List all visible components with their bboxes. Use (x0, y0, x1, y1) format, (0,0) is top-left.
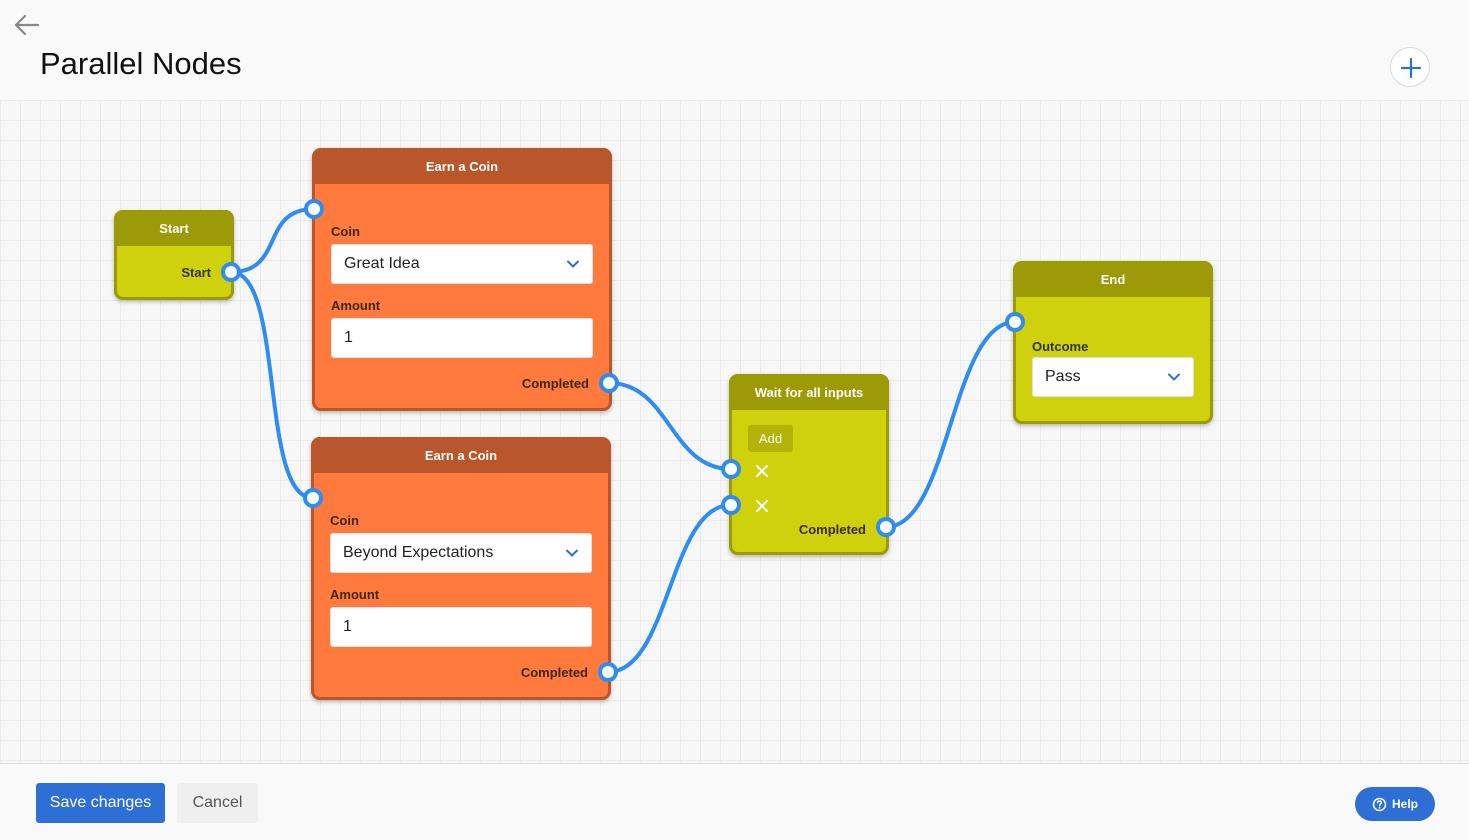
node-title: Earn a Coin (311, 437, 611, 473)
node-title: Earn a Coin (312, 148, 612, 184)
coin-select-value: Beyond Expectations (343, 544, 494, 561)
earn-coin-node-1[interactable]: Earn a Coin Coin Great Idea Amount 1 Com… (312, 148, 612, 411)
node-title: End (1013, 261, 1213, 297)
wait-all-node[interactable]: Wait for all inputs Add Completed (729, 374, 889, 555)
amount-value: 1 (343, 618, 352, 635)
output-label: Completed (798, 522, 866, 537)
earn2-input-port[interactable] (302, 487, 324, 509)
outcome-select[interactable]: Pass (1032, 357, 1194, 397)
earn-coin-node-2[interactable]: Earn a Coin Coin Beyond Expectations Amo… (311, 437, 611, 700)
save-changes-button[interactable]: Save changes (36, 783, 165, 823)
outcome-select-value: Pass (1045, 368, 1081, 385)
question-circle-icon (1372, 797, 1387, 811)
remove-input-1-x-icon[interactable] (754, 463, 770, 479)
end-input-port[interactable] (1004, 311, 1026, 333)
coin-label: Coin (330, 513, 359, 528)
chevron-down-icon (1168, 373, 1180, 381)
start-output-port[interactable] (220, 261, 242, 283)
outcome-label: Outcome (1032, 339, 1089, 354)
help-label: Help (1391, 797, 1418, 811)
coin-label: Coin (331, 224, 360, 239)
add-node-button[interactable] (1390, 47, 1430, 87)
chevron-down-icon (567, 260, 579, 268)
cancel-button[interactable]: Cancel (177, 783, 258, 823)
add-input-button[interactable]: Add (748, 425, 793, 452)
page-title: Parallel Nodes (40, 46, 242, 81)
earn2-output-port[interactable] (597, 661, 619, 683)
output-label: Start (181, 265, 211, 280)
wait-input-port-2[interactable] (720, 494, 742, 516)
output-label: Completed (521, 376, 589, 391)
wait-input-port-1[interactable] (720, 458, 742, 480)
coin-select-value: Great Idea (344, 255, 420, 272)
node-title: Start (114, 210, 234, 246)
chevron-down-icon (566, 549, 578, 557)
end-node[interactable]: End Outcome Pass (1013, 261, 1213, 424)
remove-input-2-x-icon[interactable] (754, 498, 770, 514)
wait-output-port[interactable] (875, 516, 897, 538)
coin-select[interactable]: Beyond Expectations (330, 533, 592, 573)
back-arrow-icon[interactable] (12, 12, 42, 38)
earn1-input-port[interactable] (303, 198, 325, 220)
coin-select[interactable]: Great Idea (331, 244, 593, 284)
node-title: Wait for all inputs (729, 374, 889, 410)
output-label: Completed (520, 665, 588, 680)
amount-input[interactable]: 1 (330, 607, 592, 647)
plus-icon (1400, 57, 1422, 79)
earn1-output-port[interactable] (598, 372, 620, 394)
amount-value: 1 (344, 329, 353, 346)
amount-label: Amount (330, 587, 380, 602)
amount-label: Amount (331, 298, 381, 313)
amount-input[interactable]: 1 (331, 318, 593, 358)
help-button[interactable]: Help (1355, 787, 1435, 821)
start-node[interactable]: Start Start (114, 210, 234, 300)
